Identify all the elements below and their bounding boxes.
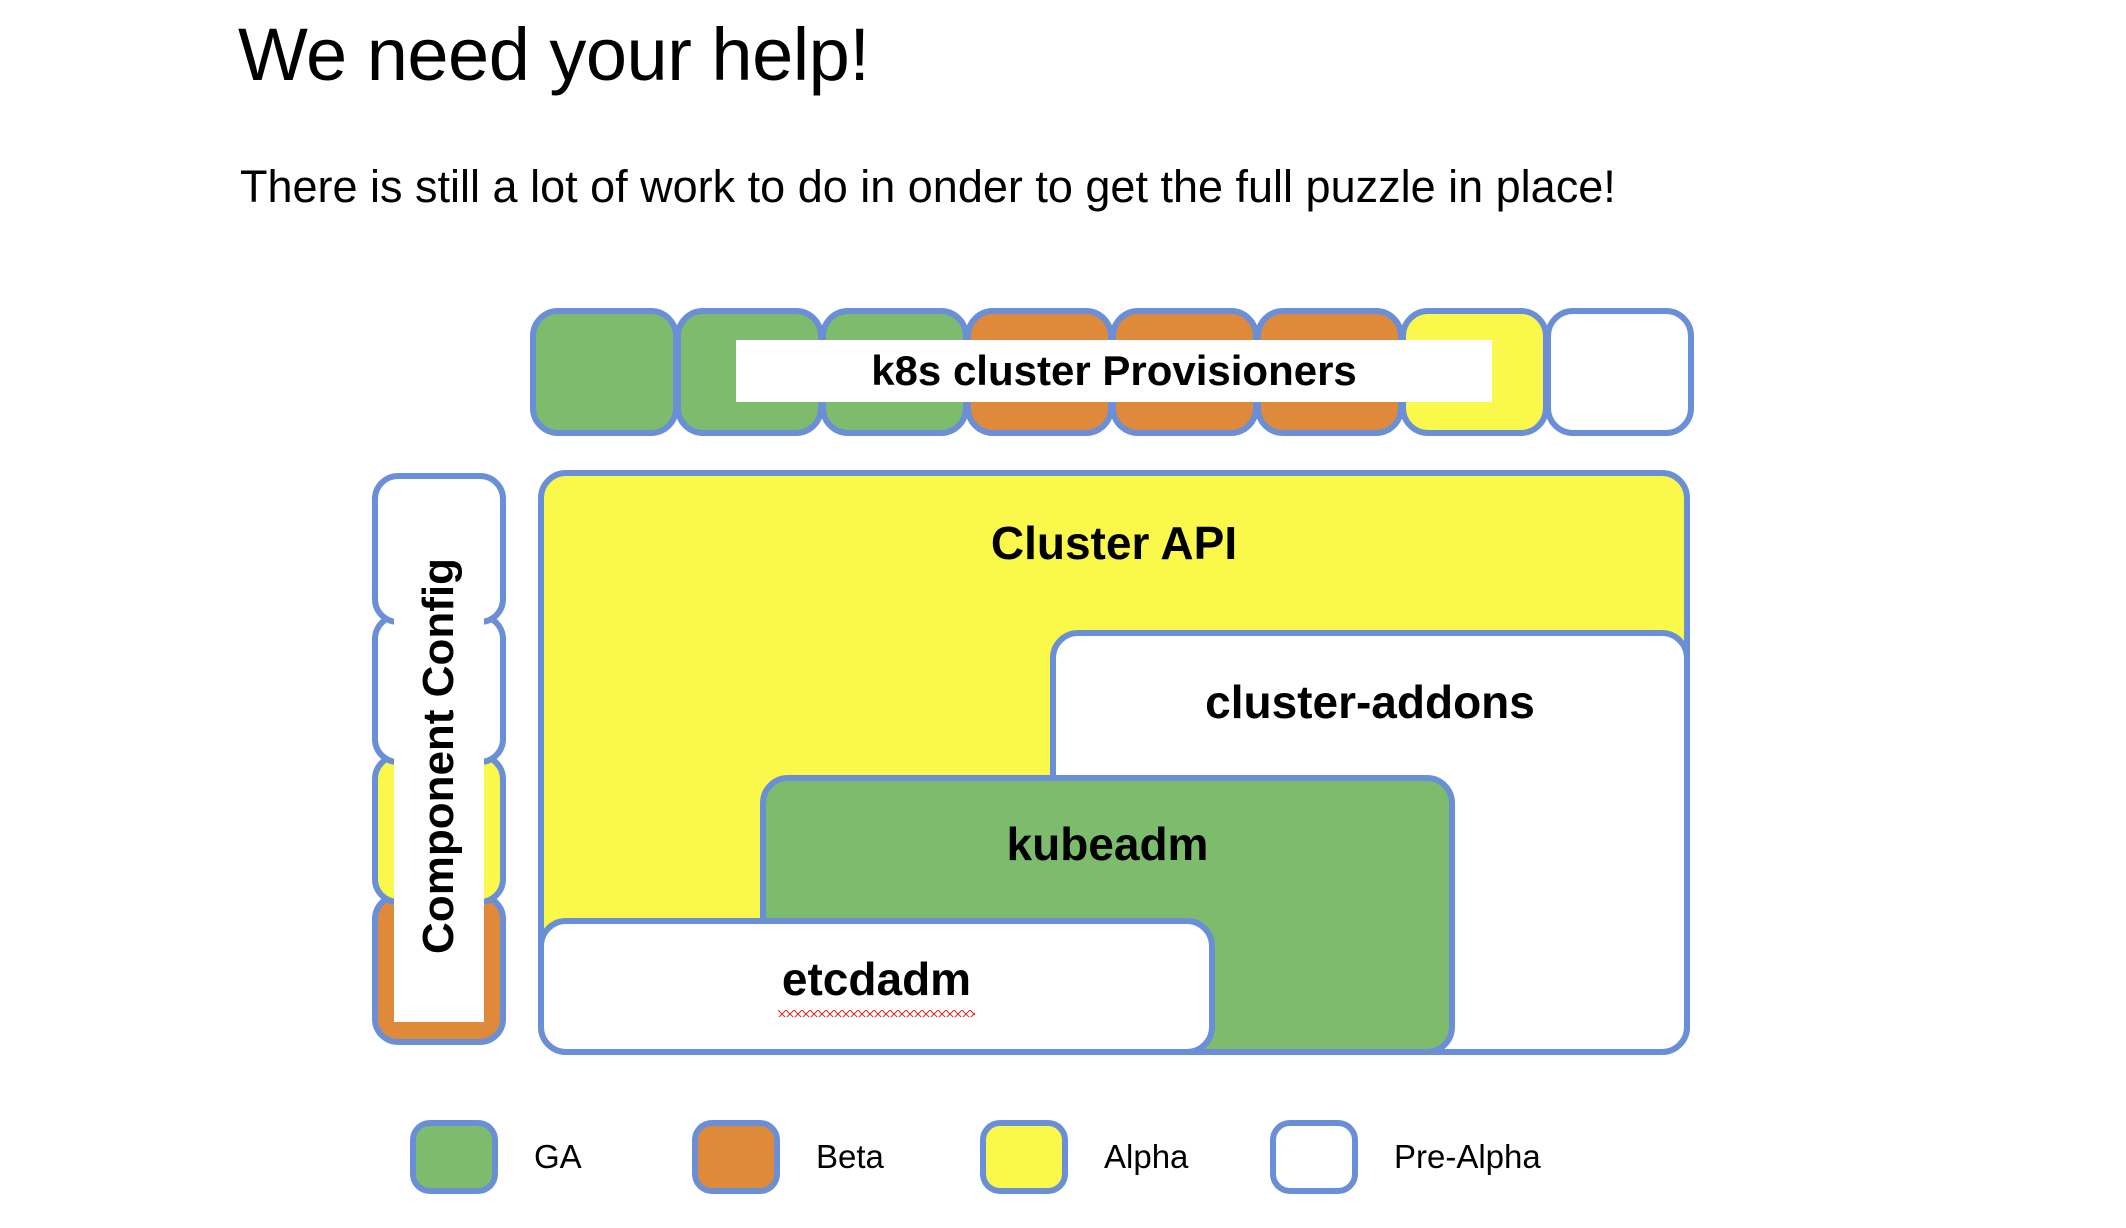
legend-swatch-beta — [692, 1120, 780, 1194]
etcdadm-box: etcdadm — [538, 918, 1215, 1055]
page-title: We need your help! — [238, 13, 870, 96]
provisioner-row-label: k8s cluster Provisioners — [736, 340, 1492, 402]
legend-item-alpha: Alpha — [980, 1120, 1188, 1194]
provisioner-box-1-ga — [530, 308, 679, 436]
legend-item-pre-alpha: Pre-Alpha — [1270, 1120, 1541, 1194]
component-config-label-text: Component Config — [414, 558, 464, 954]
page-subtitle: There is still a lot of work to do in on… — [240, 161, 1616, 212]
legend-item-ga: GA — [410, 1120, 582, 1194]
etcdadm-label-wrap: etcdadm — [544, 952, 1209, 1017]
legend-swatch-ga — [410, 1120, 498, 1194]
legend-item-beta: Beta — [692, 1120, 884, 1194]
legend-label-ga: GA — [534, 1138, 582, 1175]
legend-label-pre-alpha: Pre-Alpha — [1394, 1138, 1541, 1175]
cluster-api-label: Cluster API — [990, 517, 1238, 569]
provisioner-box-8-pre-alpha — [1545, 308, 1694, 436]
legend-swatch-alpha — [980, 1120, 1068, 1194]
cluster-addons-label: cluster-addons — [1205, 676, 1535, 728]
legend-swatch-prealpha — [1270, 1120, 1358, 1194]
legend-label-beta: Beta — [816, 1138, 884, 1175]
component-config-label: Component Config — [394, 490, 484, 1022]
etcdadm-label: etcdadm — [777, 953, 976, 1017]
legend-label-alpha: Alpha — [1104, 1138, 1189, 1175]
kubeadm-label: kubeadm — [1006, 818, 1209, 870]
